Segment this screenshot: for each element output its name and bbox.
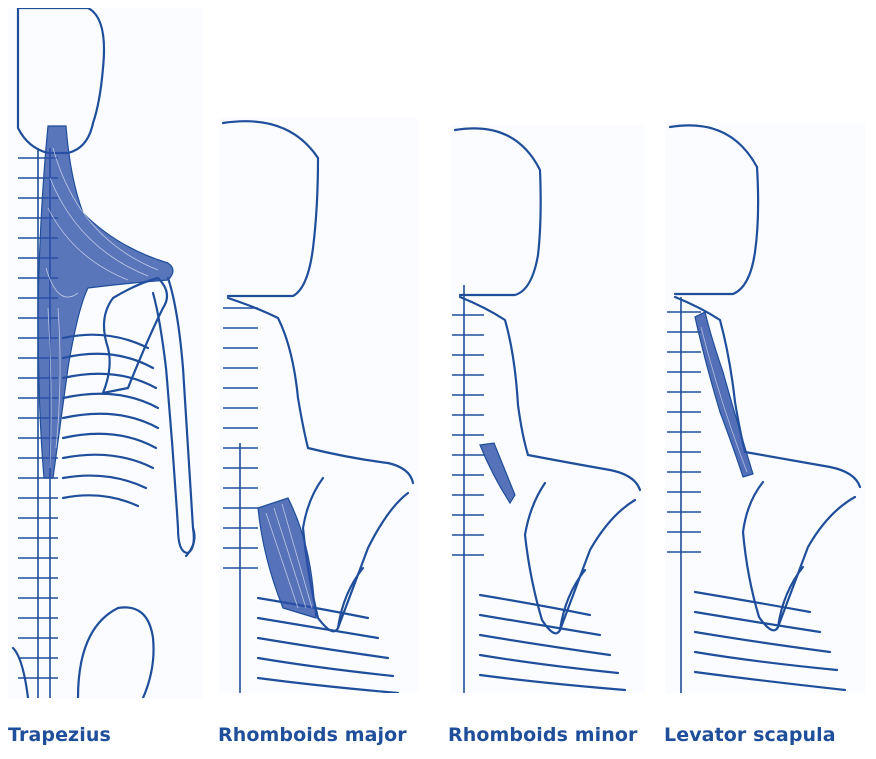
ribcage-outline: [693, 590, 847, 692]
skull-outline: [221, 120, 320, 298]
scapula-outline: [741, 480, 857, 632]
caption-trapezius: Trapezius: [8, 724, 111, 746]
caption-rhomboids-minor: Rhomboids minor: [448, 724, 638, 746]
trapezius-illustration: [8, 8, 203, 698]
shoulder-outline: [526, 453, 642, 492]
ribcage-outline: [61, 333, 160, 508]
ribcage-outline: [478, 593, 627, 692]
pelvis-outline: [76, 606, 155, 698]
rhomboids-major-illustration: [218, 118, 418, 693]
scapula-outline: [523, 481, 637, 635]
skull-outline: [16, 8, 106, 155]
spine-outline: [452, 285, 484, 693]
trapezius-muscle: [37, 125, 174, 479]
rhomboids-minor-muscle: [479, 442, 516, 505]
rhomboids-major-muscle: [257, 497, 317, 619]
panel-levator-scapula: [665, 122, 865, 693]
levator-scapula-muscle: [694, 311, 754, 478]
cervical-spine-outline: [458, 295, 530, 457]
caption-levator-scapula: Levator scapula: [664, 724, 836, 746]
spine-outline: [223, 307, 258, 693]
panel-rhomboids-major: [218, 118, 418, 693]
spine-outline: [667, 297, 701, 693]
rhomboids-minor-illustration: [450, 125, 645, 693]
skull-outline: [453, 127, 542, 297]
shoulder-outline: [306, 446, 415, 485]
cervical-spine-outline: [226, 296, 310, 450]
cervical-spine-outline: [673, 295, 747, 454]
levator-scapula-illustration: [665, 122, 865, 693]
panel-trapezius: [8, 8, 203, 698]
caption-rhomboids-major: Rhomboids major: [218, 724, 407, 746]
shoulder-outline: [743, 450, 862, 489]
scapula-outline: [101, 276, 169, 395]
panel-rhomboids-minor: [450, 125, 645, 693]
skull-outline: [668, 124, 760, 296]
